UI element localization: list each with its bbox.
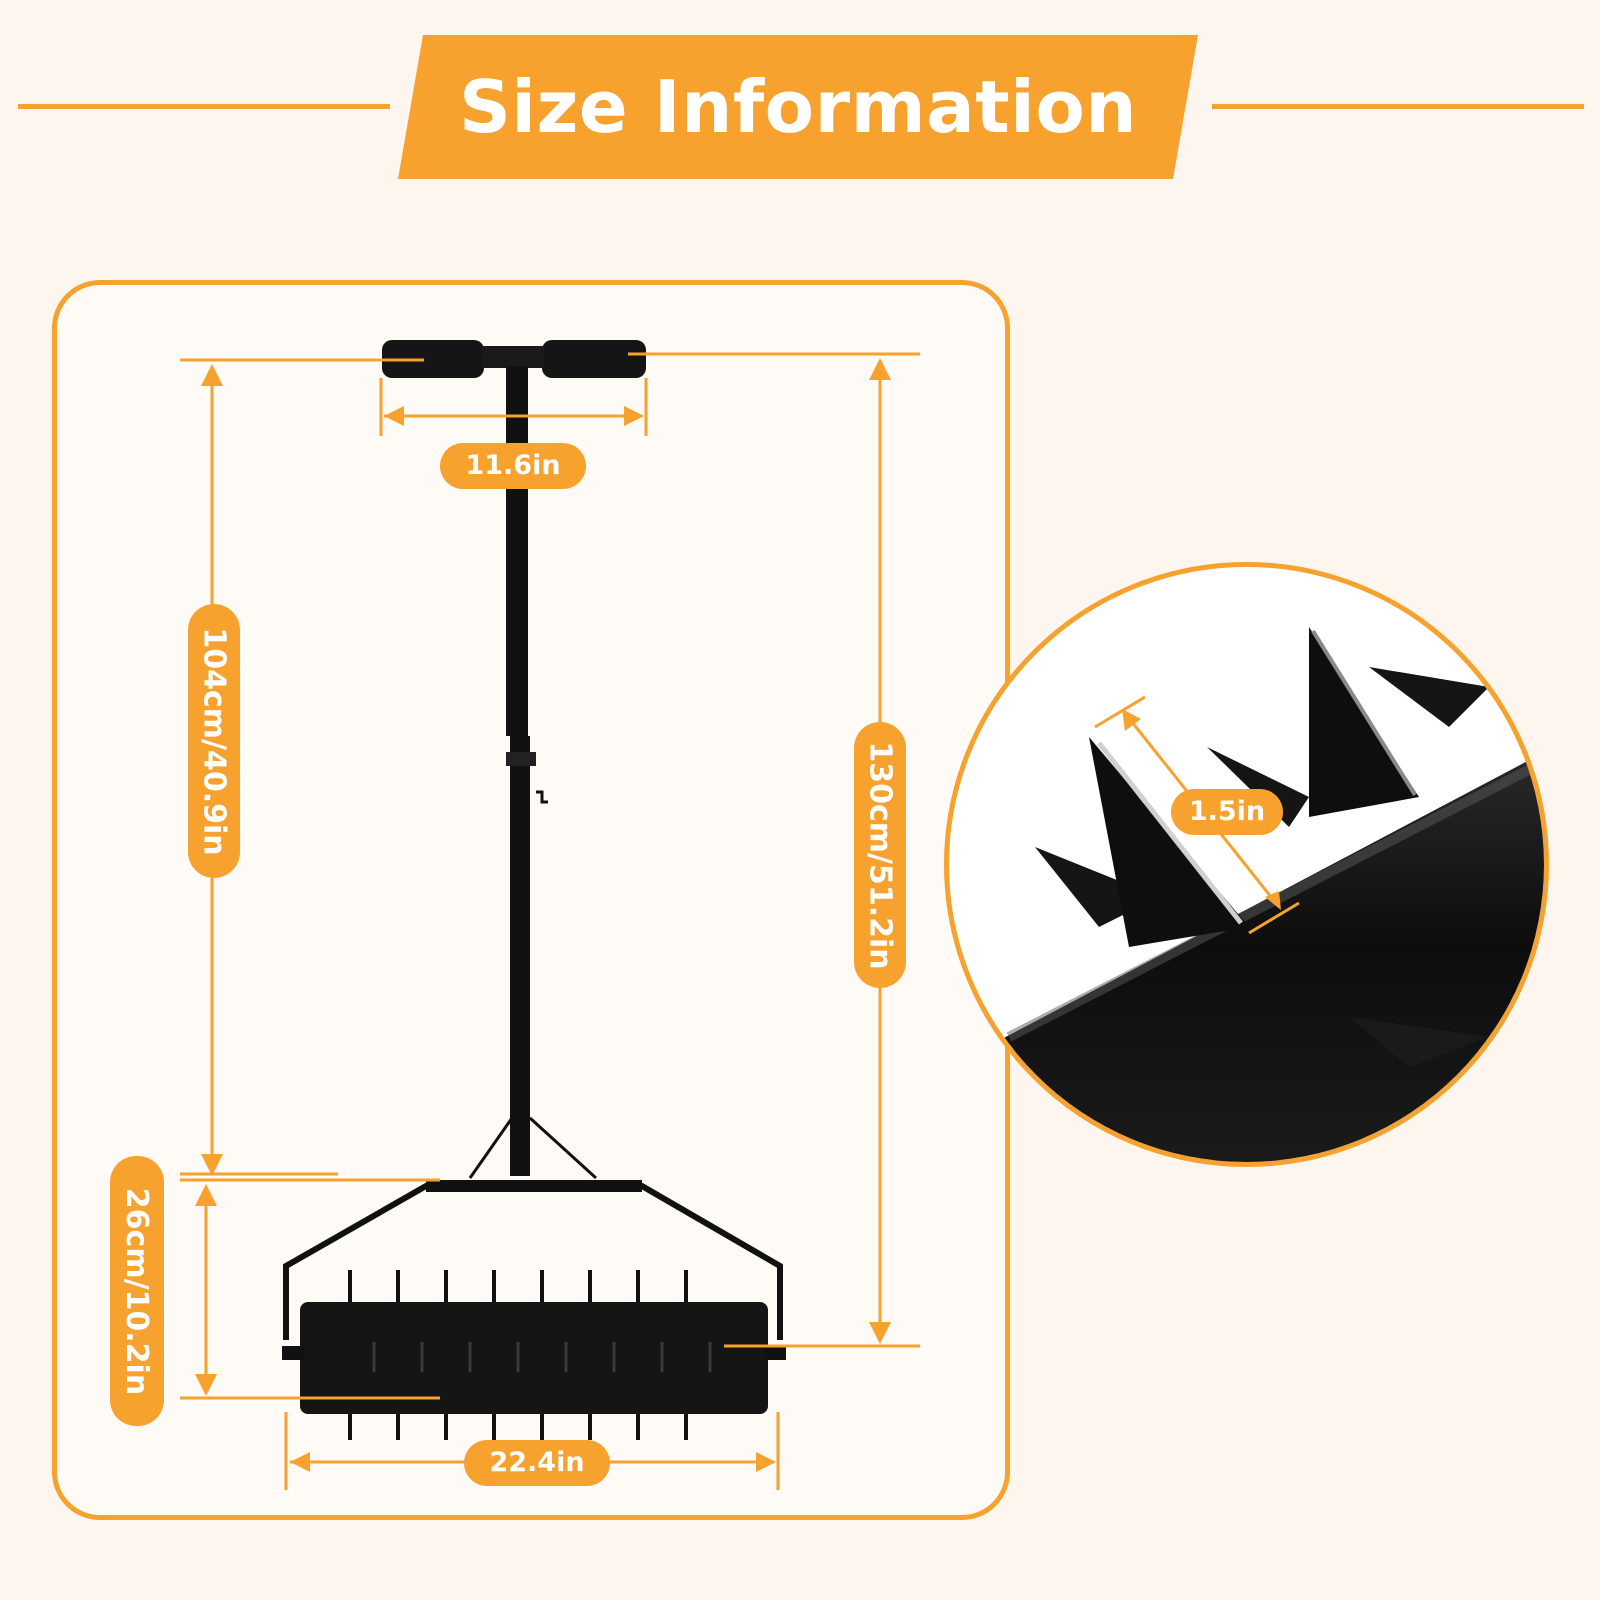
- clamp-hook: [536, 790, 548, 804]
- roller-width-label: 22.4in: [464, 1440, 610, 1486]
- height-clamp: [506, 752, 536, 766]
- dimension-lines: [180, 352, 920, 1490]
- left-grip: [382, 340, 484, 378]
- total-height-text: 130cm/51.2in: [862, 740, 898, 970]
- closeup-spike-right: [1309, 627, 1419, 817]
- closeup-drum: [949, 752, 1544, 1162]
- roller-height-label: 26cm/10.2in: [110, 1156, 164, 1426]
- brace-right: [528, 1116, 598, 1180]
- roller-spikes: [348, 1270, 688, 1440]
- brace-left: [468, 1117, 514, 1179]
- spike-length-label: 1.5in: [1171, 789, 1283, 835]
- bracket-bar: [426, 1180, 642, 1192]
- handle-width-label: 11.6in: [440, 443, 586, 489]
- handle-height-text: 104cm/40.9in: [196, 626, 232, 856]
- title-rule-left: [18, 104, 390, 109]
- title-banner: [398, 35, 1198, 179]
- spike-closeup-drawing: [949, 627, 1544, 1162]
- right-grip: [542, 340, 646, 378]
- handle-shaft-lower: [510, 736, 530, 1176]
- spike-closeup: 1.5in: [944, 562, 1549, 1167]
- handle-height-label: 104cm/40.9in: [188, 604, 240, 878]
- handle-tee: [482, 346, 544, 368]
- title-rule-right: [1212, 104, 1584, 109]
- closeup-spike-main: [1089, 737, 1249, 947]
- handle-shaft: [506, 366, 528, 736]
- arrowheads: [195, 358, 891, 1472]
- roller-drum: [300, 1302, 768, 1414]
- roller-height-text: 26cm/10.2in: [119, 1187, 155, 1395]
- page-title: Size Information: [458, 65, 1138, 149]
- closeup-spike-back: [1207, 747, 1309, 827]
- total-height-label: 130cm/51.2in: [854, 722, 906, 988]
